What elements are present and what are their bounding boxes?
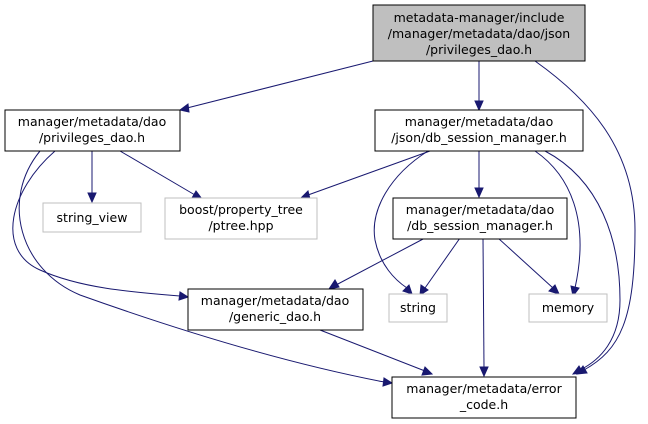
node-label-line: /privileges_dao.h (426, 42, 532, 57)
node-generic-dao[interactable]: manager/metadata/dao /generic_dao.h (187, 288, 364, 331)
edge-generic-dao-to-error-code (319, 329, 426, 372)
edge-arrowhead (402, 284, 413, 295)
edge-root-to-privileges-dao (186, 60, 374, 109)
edge-arrowhead (421, 366, 434, 376)
node-string-view[interactable]: string_view (42, 202, 142, 233)
node-root-privileges-dao-json[interactable]: metadata-manager/include /manager/metada… (372, 4, 586, 62)
node-label-line: manager/metadata/error (406, 381, 562, 396)
node-label-line: /ptree.hpp (208, 218, 273, 233)
edges (12, 60, 636, 387)
node-label-line: string_view (57, 210, 128, 225)
node-label-line: /generic_dao.h (229, 309, 321, 324)
node-label-line: string (400, 300, 436, 315)
edge-root-to-error-code (534, 60, 636, 371)
node-label-line: _code.h (459, 397, 508, 412)
node-json-db-session-manager[interactable]: manager/metadata/dao /json/db_session_ma… (374, 109, 584, 152)
edge-json-db-to-string (373, 150, 429, 289)
edge-arrowhead (178, 291, 190, 301)
node-label-line: /json/db_session_manager.h (391, 130, 567, 145)
node-string[interactable]: string (388, 293, 448, 323)
edge-json-db-to-error-code (544, 150, 621, 371)
edge-json-db-to-ptree (307, 150, 431, 196)
node-label-line: manager/metadata/dao (18, 114, 166, 129)
edge-arrowhead (419, 284, 429, 296)
node-label-line: metadata-manager/include (394, 10, 565, 25)
node-ptree[interactable]: boost/property_tree /ptree.hpp (164, 197, 318, 240)
edge-arrowhead (382, 377, 394, 387)
edge-db-session-manager-to-error-code (482, 237, 485, 369)
edge-arrowhead (178, 103, 190, 113)
node-label-line: manager/metadata/dao (406, 202, 554, 217)
edge-arrowhead (548, 284, 560, 295)
edge-arrowhead (571, 365, 584, 375)
edge-arrowhead (474, 187, 484, 199)
edge-arrowhead (479, 366, 489, 378)
edge-arrowhead (327, 279, 340, 290)
node-label-line: manager/metadata/dao (405, 114, 553, 129)
edge-arrowhead (87, 192, 97, 204)
node-db-session-manager[interactable]: manager/metadata/dao /db_session_manager… (392, 197, 568, 240)
node-label-line: /manager/metadata/dao/json (388, 26, 570, 41)
edge-json-db-to-memory (534, 150, 581, 289)
edge-arrowhead (474, 100, 484, 112)
edge-db-session-manager-to-string (424, 237, 461, 289)
node-label-line: manager/metadata/dao (201, 293, 349, 308)
node-label-line: /db_session_manager.h (407, 218, 553, 233)
node-privileges-dao[interactable]: manager/metadata/dao /privileges_dao.h (4, 109, 181, 152)
node-memory[interactable]: memory (528, 293, 608, 323)
node-label-line: /privileges_dao.h (39, 130, 145, 145)
edge-privileges-dao-to-error-code (18, 150, 385, 383)
edge-db-session-manager-to-generic-dao (335, 237, 426, 286)
node-label-line: memory (542, 300, 595, 315)
node-label-line: boost/property_tree (179, 202, 303, 217)
edge-privileges-dao-to-ptree (119, 150, 196, 196)
edge-db-session-manager-to-memory (497, 237, 554, 289)
node-error-code[interactable]: manager/metadata/error _code.h (391, 376, 577, 419)
edge-privileges-dao-to-generic-dao (12, 150, 181, 297)
